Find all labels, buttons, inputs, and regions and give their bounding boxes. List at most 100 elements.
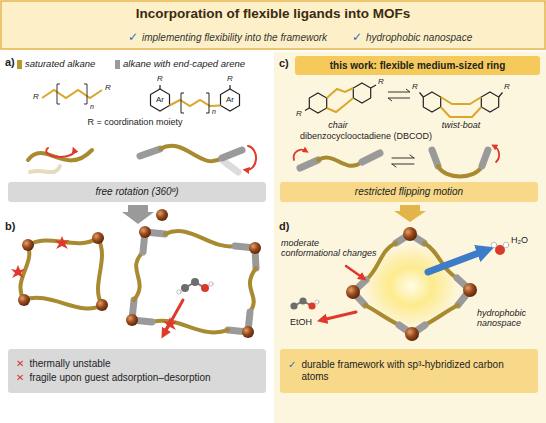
down-arrow [122,205,154,224]
collapsed-framework [96,299,108,311]
flexible-framework [308,302,315,309]
twist-boat-structure [481,92,498,112]
arene-framework [152,321,228,333]
equilibrium-arrow [388,89,410,92]
chem-label: n [90,103,94,110]
chem-label: n [212,108,216,115]
ring-cartoon [494,146,499,162]
collapsed-framework [24,298,102,309]
ring-cartoon [294,146,499,177]
arene-structure [151,85,240,113]
ring-cartoon [392,155,414,158]
conformer-name: twist-boat [442,121,481,130]
arene-structure [159,85,160,89]
arene-framework [177,290,181,294]
molecule-name: EtOH [290,318,312,327]
collapsed-framework [20,245,29,300]
ring-cartoon [294,150,306,160]
alkane-structure [42,84,102,104]
arene-framework [209,282,213,286]
alkane-cartoon [30,166,60,172]
arene-structure [206,93,209,113]
text-row: ✕thermally unstable [16,358,111,370]
arene-cartoon [160,146,222,161]
node-text: this work: flexible medium-sized ring [330,60,506,72]
panel-letter: b) [5,221,15,232]
chem-label: Ar [226,96,234,104]
check-mark: ✓ [128,31,138,43]
alkane-structure [42,90,102,98]
chair-structure [371,85,376,88]
flexible-framework [405,327,419,341]
arene-framework [165,231,235,246]
chem-label: Ar [156,96,164,104]
figure-title: Incorporation of flexible ligands into M… [0,7,546,22]
arene-structure [221,89,240,111]
ligand-type: alkane with end-caped arene [123,59,245,69]
chem-label: R [105,84,111,92]
down-arrow [122,205,168,224]
node-text: fragile upon guest adsorption–desorption [29,372,210,384]
twist-boat-structure [441,97,482,104]
chair-structure [327,88,354,98]
down-arrow [156,209,168,221]
collapsed-framework [11,232,108,311]
chem-label: R [157,75,163,83]
flexible-framework [428,251,484,272]
panel-letter: d) [279,221,289,232]
chair-structure [305,108,309,111]
result-box: ✕thermally unstable✕fragile upon guest a… [8,349,266,393]
flexible-framework [290,227,508,341]
arene-cartoon [246,146,256,170]
chair-structure [327,98,354,112]
collapsed-framework [98,238,102,305]
arene-structure [229,85,230,89]
arene-cartoon [222,150,242,158]
right-panel-ground [274,52,546,423]
alkane-cartoon [28,148,92,172]
ring-cartoon [432,150,438,166]
flexible-framework [322,312,356,320]
twist-boat-structure [423,92,440,112]
equilibrium-arrow [388,98,410,101]
arene-framework [126,226,261,338]
process-box: restricted flipping motion [280,182,538,202]
collapsed-framework [55,236,69,249]
check-mark: ✓ [352,31,362,43]
flexible-framework [491,242,497,248]
ring-cartoon [392,164,414,167]
arene-structure [170,100,221,106]
chair-structure [305,83,376,113]
collapsed-framework [22,239,34,251]
twist-boat-structure [420,92,503,117]
node-text: restricted flipping motion [355,186,463,198]
arene-framework [163,317,177,330]
flexible-framework [503,242,509,248]
chem-note: R = coordination moiety [88,118,183,127]
right-panel-ground [274,52,546,423]
ring-cartoon [362,153,380,162]
twist-boat-structure [441,107,482,117]
arene-framework [191,278,199,286]
flexible-framework [299,297,306,304]
collapsed-framework [11,265,25,278]
twist-boat-structure [499,93,503,98]
legend-bars [115,60,120,69]
flexible-framework [403,227,417,241]
arene-framework [134,252,143,300]
ligand-type: saturated alkane [25,59,95,69]
chair-structure [353,83,370,103]
arene-cartoon [140,146,256,172]
chem-label: R [378,78,384,86]
flexible-framework [346,266,363,278]
process-box: free rotation (360º) [8,182,266,202]
molecule-name: H₂O [511,236,528,245]
ring-cartoon [438,166,482,177]
arene-cartoon [222,160,238,172]
equilibrium-arrow [388,89,410,101]
arene-cartoon [140,149,160,156]
arene-framework [249,242,261,254]
arene-framework [164,300,183,334]
alkane-structure [57,84,60,104]
